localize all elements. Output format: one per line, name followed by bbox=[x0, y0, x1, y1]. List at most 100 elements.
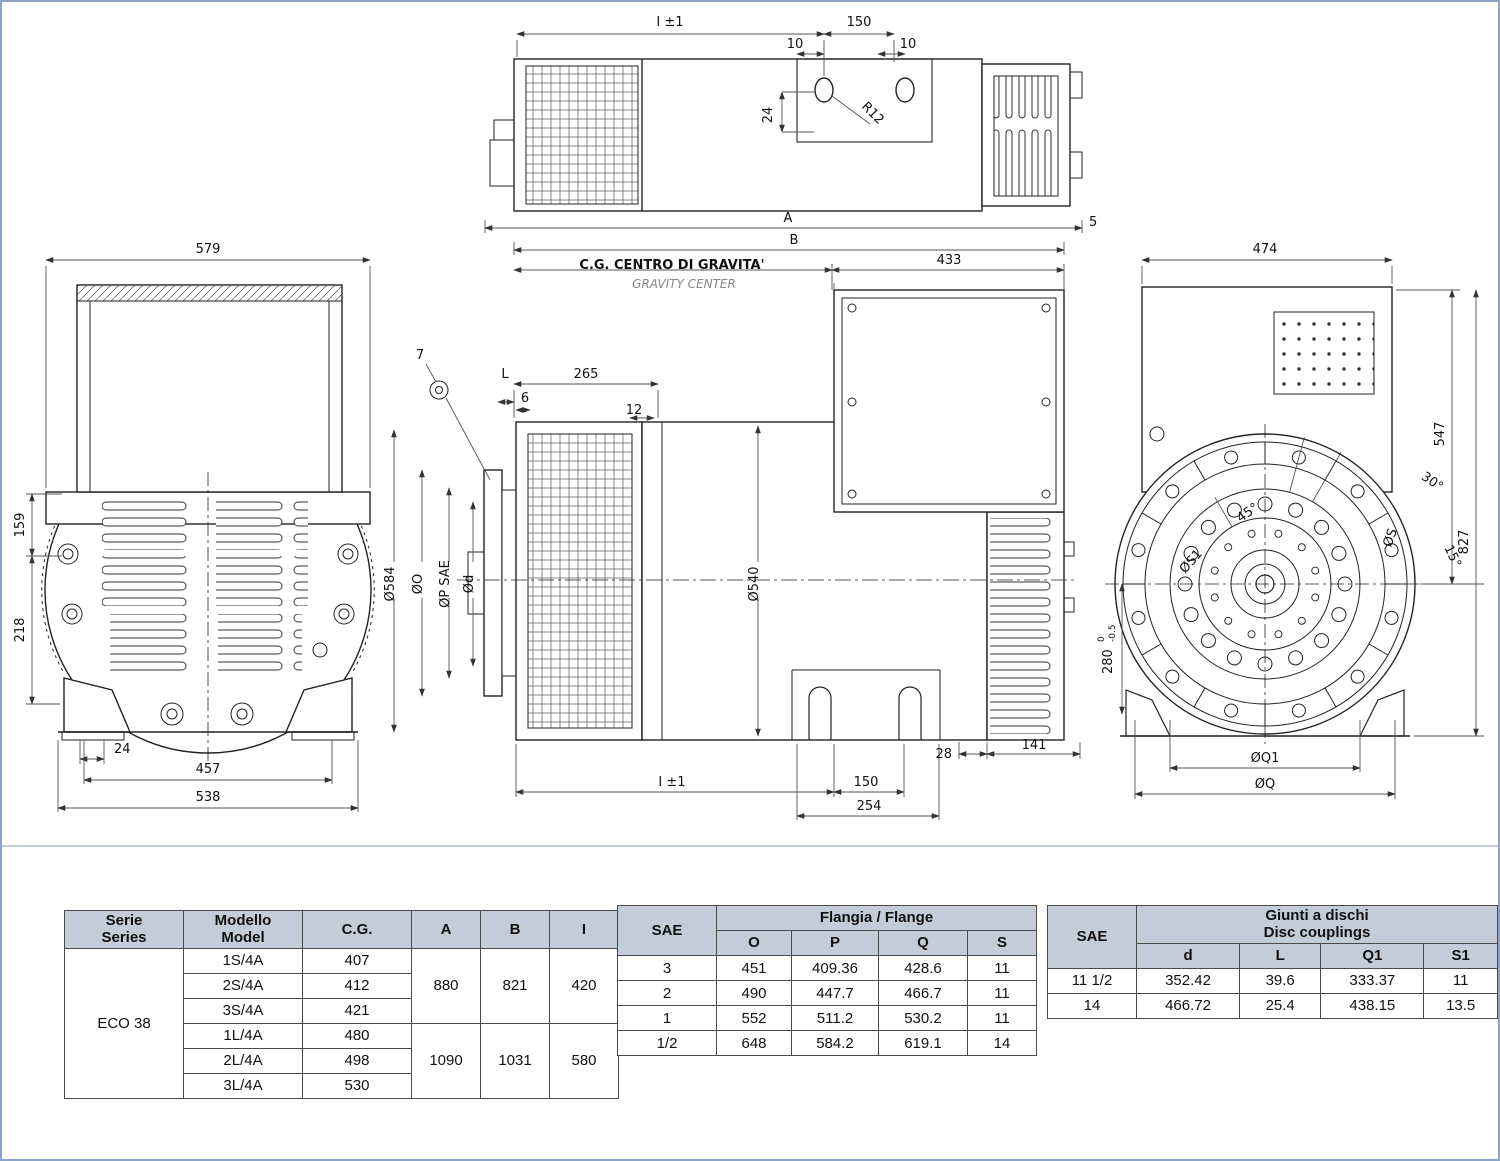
side-view-labels: C.G. CENTRO DI GRAVITA' GRAVITY CENTER 4… bbox=[383, 253, 1046, 814]
dim-10-left-label: 10 bbox=[787, 37, 804, 52]
table-row: 2 490 447.7 466.7 11 bbox=[617, 980, 1037, 1006]
a-cell: 880 bbox=[411, 947, 481, 1024]
header-l: L bbox=[1239, 942, 1322, 969]
s-cell: 14 bbox=[967, 1030, 1037, 1056]
dim-827-label: 827 bbox=[1457, 530, 1472, 555]
flange-subheader-row: O P Q S bbox=[618, 930, 1037, 956]
dim-A-label: A bbox=[784, 211, 793, 226]
p-cell: 584.2 bbox=[791, 1030, 879, 1056]
cg-cell: 498 bbox=[302, 1047, 412, 1074]
header-i: I bbox=[549, 910, 619, 949]
flange-title: Flangia / Flange bbox=[716, 905, 1037, 931]
model-cell: 3L/4A bbox=[183, 1072, 303, 1099]
dim-474-label: 474 bbox=[1253, 242, 1278, 257]
model-cell: 2S/4A bbox=[183, 972, 303, 999]
cg-subtitle: GRAVITY CENTER bbox=[632, 277, 736, 291]
q-cell: 619.1 bbox=[878, 1030, 968, 1056]
dim-length-i1-label: I ±1 bbox=[656, 15, 683, 30]
q1-cell: 333.37 bbox=[1320, 967, 1425, 994]
dim-24-front-label: 24 bbox=[114, 742, 131, 757]
sae-cell: 3 bbox=[617, 955, 717, 981]
cg-cell: 530 bbox=[302, 1072, 412, 1099]
cg-cell: 480 bbox=[302, 1022, 412, 1049]
drawing-canvas: I ±1 150 10 10 24 R12 A 5 B bbox=[13, 15, 1484, 820]
model-cell: 2L/4A bbox=[183, 1047, 303, 1074]
dim-30deg-label: 30° bbox=[1418, 469, 1445, 495]
dim-24-label: 24 bbox=[761, 107, 776, 124]
d-cell: 466.72 bbox=[1135, 992, 1241, 1019]
table-row: 1L/4A 480 1090 1031 580 bbox=[65, 1022, 619, 1099]
dim-150-label: 150 bbox=[847, 15, 872, 30]
cg-cell: 412 bbox=[302, 972, 412, 999]
header-o: O bbox=[716, 930, 792, 956]
o-cell: 648 bbox=[716, 1030, 792, 1056]
dim-159-label: 159 bbox=[13, 513, 28, 538]
s-cell: 11 bbox=[967, 980, 1037, 1006]
q1-cell: 438.15 bbox=[1320, 992, 1425, 1019]
table-row: 1/2 648 584.2 619.1 14 bbox=[617, 1030, 1037, 1056]
top-view bbox=[489, 58, 1083, 212]
dim-dQ1-label: ØQ1 bbox=[1251, 751, 1280, 766]
dim-280-tol-lo: -0.5 bbox=[1108, 624, 1118, 642]
dim-433-label: 433 bbox=[937, 253, 962, 268]
dim-d540-label: Ø540 bbox=[747, 566, 762, 601]
couplings-subheader-row: d L Q1 S1 bbox=[1048, 942, 1498, 969]
model-cell: 1L/4A bbox=[183, 1022, 303, 1049]
side-view-dimensions bbox=[391, 264, 1081, 820]
dim-dd-label: Ød bbox=[462, 575, 477, 593]
dim-280-label: 280 bbox=[1101, 649, 1116, 674]
front-view-dimensions bbox=[26, 257, 371, 812]
s-cell: 11 bbox=[967, 955, 1037, 981]
dim-218-label: 218 bbox=[13, 618, 28, 643]
flange-title-row: SAE Flangia / Flange bbox=[617, 905, 1037, 956]
table-row: 11 1/2 352.42 39.6 333.37 11 bbox=[1047, 967, 1498, 994]
dim-457-label: 457 bbox=[196, 762, 221, 777]
dim-150-bottom-label: 150 bbox=[854, 775, 879, 790]
header-q1: Q1 bbox=[1320, 942, 1425, 969]
p-cell: 511.2 bbox=[791, 1005, 879, 1031]
l-cell: 25.4 bbox=[1239, 992, 1322, 1019]
sae-cell: 14 bbox=[1047, 992, 1137, 1019]
table-row: 3L/4A 530 bbox=[65, 1072, 619, 1099]
side-view bbox=[429, 289, 1077, 741]
cg-cell: 421 bbox=[302, 997, 412, 1024]
dim-5-label: 5 bbox=[1089, 215, 1097, 230]
front-view-labels: 579 159 218 24 457 538 bbox=[13, 242, 220, 805]
header-b: B bbox=[480, 910, 550, 949]
dim-141-label: 141 bbox=[1022, 738, 1047, 753]
header-s: S bbox=[967, 930, 1037, 956]
s-cell: 11 bbox=[967, 1005, 1037, 1031]
series-name-cell: ECO 38 bbox=[64, 947, 184, 1099]
dim-28-label: 28 bbox=[935, 747, 952, 762]
a-cell: 1090 bbox=[411, 1022, 481, 1099]
l-cell: 39.6 bbox=[1239, 967, 1322, 994]
s1-cell: 11 bbox=[1423, 967, 1498, 994]
header-a: A bbox=[411, 910, 481, 949]
rear-view bbox=[1105, 286, 1425, 744]
dim-dS-label: ØS bbox=[1381, 527, 1401, 549]
table-row: 3S/4A 421 bbox=[65, 997, 619, 1024]
b-cell: 821 bbox=[480, 947, 550, 1024]
dim-579-label: 579 bbox=[196, 242, 221, 257]
header-s1: S1 bbox=[1423, 942, 1498, 969]
p-cell: 409.36 bbox=[791, 955, 879, 981]
table-row: 3 451 409.36 428.6 11 bbox=[617, 955, 1037, 981]
dim-d584-label: Ø584 bbox=[383, 566, 398, 601]
flange-table: SAE Flangia / Flange O P Q S 3 451 409.3… bbox=[617, 905, 1037, 1056]
cg-title: C.G. CENTRO DI GRAVITA' bbox=[579, 258, 764, 273]
header-d: d bbox=[1135, 942, 1241, 969]
b-cell: 1031 bbox=[480, 1022, 550, 1099]
table-row: ECO 38 1S/4A 407 880 821 420 bbox=[64, 947, 619, 1099]
i-cell: 420 bbox=[549, 947, 619, 1024]
header-cg: C.G. bbox=[302, 910, 412, 949]
dim-dP-sae-label: ØP SAE bbox=[438, 560, 453, 608]
rear-view-dimensions bbox=[1119, 257, 1484, 799]
dim-547-label: 547 bbox=[1433, 422, 1448, 447]
o-cell: 451 bbox=[716, 955, 792, 981]
dim-dO-label: ØO bbox=[411, 574, 426, 594]
dim-B-label: B bbox=[790, 233, 799, 248]
